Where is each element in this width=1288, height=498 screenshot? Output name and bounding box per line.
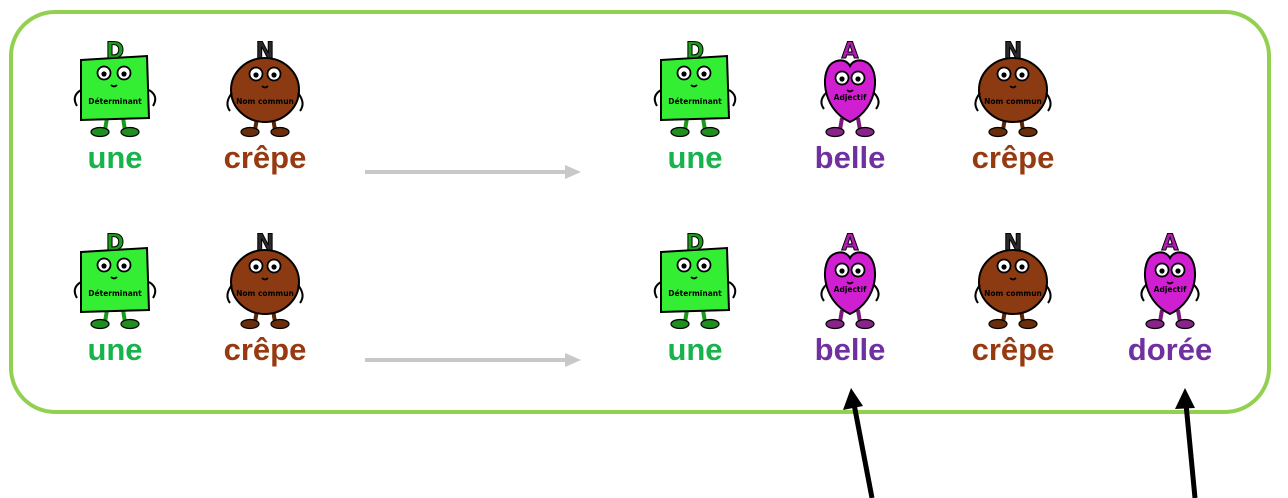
determinant-character-icon: D Déterminant [45,38,185,138]
noun-character-icon: N Nom commun [943,38,1083,138]
svg-text:Nom commun: Nom commun [236,97,294,106]
pointer-arrow-doree [1175,388,1198,498]
adjective-character-icon: A Adjectif [1100,230,1240,330]
transform-arrow [365,165,581,179]
word-noun: crêpe [971,332,1055,367]
noun-character-icon: N Nom commun [943,230,1083,330]
noun-character-icon: N Nom commun [195,38,335,138]
svg-text:Nom commun: Nom commun [236,289,294,298]
svg-text:D: D [686,231,704,256]
determinant-character-icon: D Déterminant [625,230,765,330]
svg-text:D: D [686,39,704,64]
determinant-character-icon: D Déterminant [45,230,185,330]
svg-text:N: N [1004,231,1022,256]
word-noun: crêpe [223,140,307,175]
svg-text:Déterminant: Déterminant [668,97,722,106]
svg-text:N: N [1004,39,1022,64]
adjective-character-icon: A Adjectif [780,230,920,330]
svg-text:Nom commun: Nom commun [984,97,1042,106]
word-adjective: dorée [1127,332,1213,367]
svg-text:Nom commun: Nom commun [984,289,1042,298]
svg-text:A: A [1161,231,1178,256]
word-adjective: belle [814,332,886,367]
svg-text:N: N [256,231,274,256]
svg-text:N: N [256,39,274,64]
pointer-arrow-belle [843,388,875,498]
svg-text:A: A [841,231,858,256]
svg-text:D: D [106,39,124,64]
word-noun: crêpe [223,332,307,367]
noun-character-icon: N Nom commun [195,230,335,330]
adjective-character-icon: A Adjectif [780,38,920,138]
determinant-character-icon: D Déterminant [625,38,765,138]
word-determinant: une [87,140,143,175]
word-adjective: belle [814,140,886,175]
svg-text:Déterminant: Déterminant [668,289,722,298]
word-noun: crêpe [971,140,1055,175]
svg-text:D: D [106,231,124,256]
word-determinant: une [667,140,723,175]
svg-text:Adjectif: Adjectif [1154,285,1187,294]
svg-text:Adjectif: Adjectif [834,285,867,294]
word-determinant: une [667,332,723,367]
svg-text:Adjectif: Adjectif [834,93,867,102]
svg-text:Déterminant: Déterminant [88,289,142,298]
svg-text:Déterminant: Déterminant [88,97,142,106]
word-determinant: une [87,332,143,367]
svg-text:A: A [841,39,858,64]
transform-arrow [365,353,581,367]
rounded-panel [9,10,1271,414]
